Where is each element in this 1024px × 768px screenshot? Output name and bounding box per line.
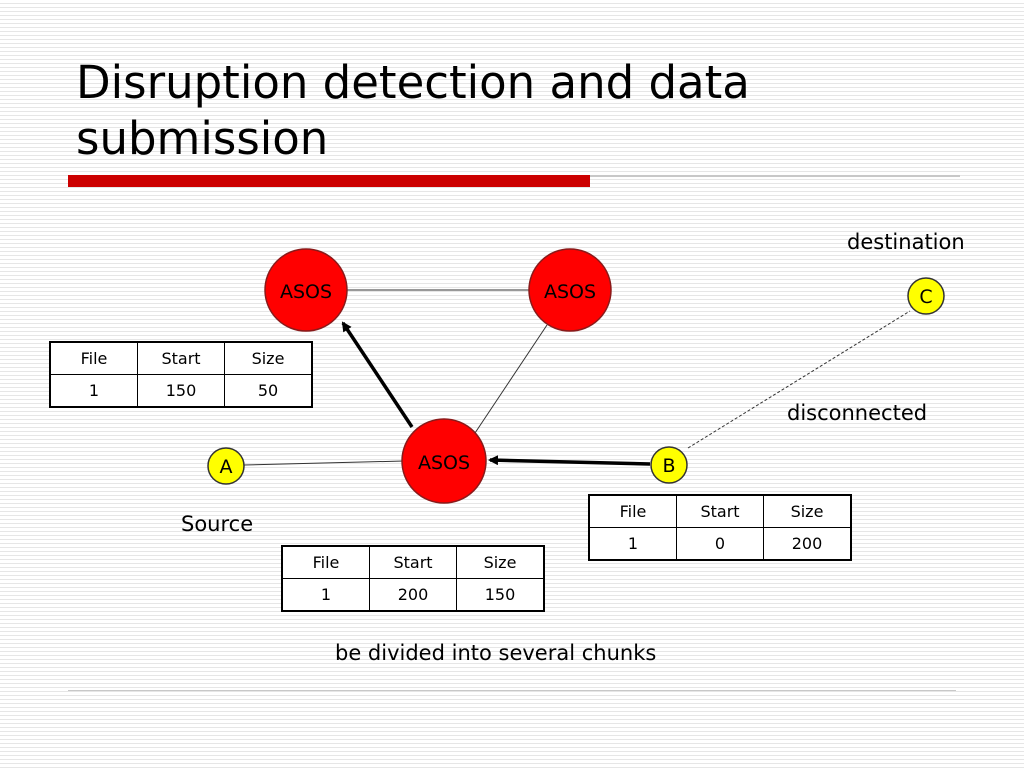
link-a-asos-center [243,460,405,466]
chunk-table-bottom: File Start Size 1 200 150 [281,545,545,612]
footer-rule [68,690,956,691]
slide-title-line-2: submission [76,112,329,165]
chunk-table-top-left: File Start Size 1 150 50 [49,341,313,408]
chunks-note: be divided into several chunks [335,641,657,665]
header-start: Start [369,545,457,579]
cell-start: 200 [369,578,457,612]
header-size: Size [456,545,545,579]
chunk-table-row: 1 150 50 [49,374,313,408]
cell-file: 1 [588,527,677,561]
cell-size: 50 [224,374,313,408]
header-file: File [49,341,138,375]
asos-node-center-label: ASOS [418,452,470,474]
cell-start: 0 [676,527,764,561]
title-underline-rule [590,175,960,177]
chunk-table-header-row: File Start Size [588,494,852,528]
arrow-center-to-left-asos [341,321,414,428]
endpoint-node-c: C [907,277,945,315]
endpoint-node-a-label: A [220,456,233,478]
header-start: Start [676,494,764,528]
source-label: Source [181,512,254,536]
asos-node-left-label: ASOS [280,281,332,303]
asos-node-right-label: ASOS [544,281,596,303]
header-size: Size [763,494,852,528]
header-start: Start [137,341,225,375]
endpoint-node-b-label: B [662,455,675,477]
destination-label: destination [847,230,965,254]
link-asos-right-asos-center [474,324,548,434]
chunk-table-header-row: File Start Size [281,545,545,579]
asos-node-right: ASOS [528,248,612,332]
asos-node-center: ASOS [401,418,487,504]
title-underline-accent [68,175,590,187]
cell-file: 1 [49,374,138,408]
disconnected-label: disconnected [787,401,928,425]
arrow-b-to-center-asos [488,455,651,466]
header-file: File [281,545,370,579]
cell-size: 200 [763,527,852,561]
slide-title-line-1: Disruption detection and data [76,56,750,109]
header-size: Size [224,341,313,375]
cell-start: 150 [137,374,225,408]
slide-title: Disruption detection and data submission [76,55,976,167]
chunk-table-row: 1 200 150 [281,578,545,612]
header-file: File [588,494,677,528]
link-b-c-disconnected [687,310,911,449]
asos-node-left: ASOS [264,248,348,332]
endpoint-node-b: B [650,446,688,484]
chunk-table-right: File Start Size 1 0 200 [588,494,852,561]
cell-size: 150 [456,578,545,612]
endpoint-node-c-label: C [919,286,932,308]
chunk-table-row: 1 0 200 [588,527,852,561]
chunk-table-header-row: File Start Size [49,341,313,375]
endpoint-node-a: A [207,447,245,485]
cell-file: 1 [281,578,370,612]
